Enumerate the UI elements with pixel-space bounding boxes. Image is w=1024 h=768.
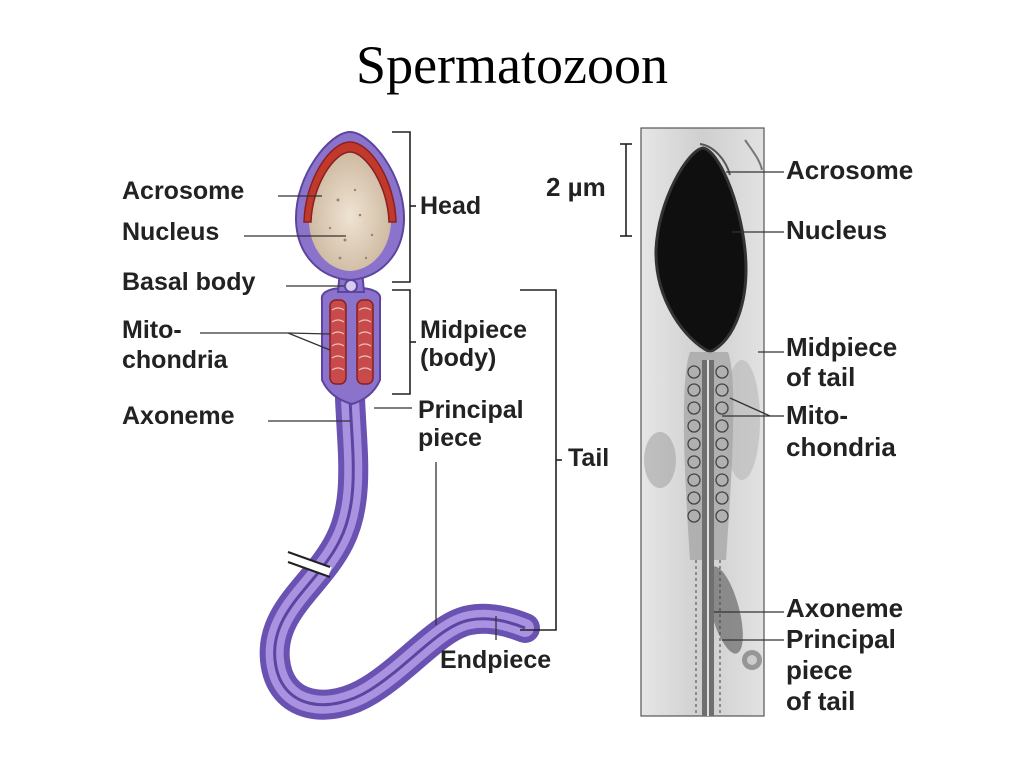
- electron-micrograph: [640, 127, 765, 717]
- right-leader-lines: [714, 171, 784, 641]
- scale-bar: [620, 143, 632, 237]
- em-label-midpiece-1: Midpiece: [786, 332, 897, 362]
- slide-title: Spermatozoon: [356, 35, 668, 95]
- em-label-nucleus: Nucleus: [786, 215, 887, 245]
- em-head: [654, 146, 748, 354]
- label-endpiece: Endpiece: [440, 646, 551, 674]
- label-nucleus: Nucleus: [122, 218, 219, 246]
- left-leader-lines: [200, 195, 497, 640]
- em-label-midpiece-2: of tail: [786, 362, 855, 392]
- label-axoneme: Axoneme: [122, 402, 235, 430]
- scale-bar-label: 2 µm: [546, 172, 606, 202]
- em-label-principal-3: of tail: [786, 686, 855, 716]
- label-head: Head: [420, 192, 481, 220]
- em-label-principal-2: piece: [786, 655, 853, 685]
- sperm-illustration: [259, 130, 540, 720]
- label-mitochondria-1: Mito-: [122, 316, 182, 344]
- mitochondria-left: [329, 299, 347, 385]
- em-label-principal-1: Principal: [786, 624, 896, 654]
- label-principal-1: Principal: [418, 396, 524, 424]
- label-mitochondria-2: chondria: [122, 346, 229, 374]
- diagram-brackets: [392, 131, 562, 631]
- label-principal-2: piece: [418, 424, 482, 452]
- mitochondria-right: [356, 299, 374, 385]
- em-label-axoneme: Axoneme: [786, 593, 903, 623]
- em-label-mitochondria-1: Mito-: [786, 400, 848, 430]
- nucleus-shape: [308, 148, 392, 271]
- break-mark: [286, 551, 332, 578]
- em-label-acrosome: Acrosome: [786, 155, 913, 185]
- label-basal-body: Basal body: [122, 268, 255, 296]
- label-midpiece-2: (body): [420, 344, 496, 372]
- label-tail: Tail: [568, 444, 609, 472]
- label-midpiece-1: Midpiece: [420, 316, 527, 344]
- label-acrosome: Acrosome: [122, 177, 244, 205]
- acrosome-shape: [303, 141, 397, 223]
- basal-body-shape: [344, 279, 358, 293]
- em-label-mitochondria-2: chondria: [786, 432, 896, 462]
